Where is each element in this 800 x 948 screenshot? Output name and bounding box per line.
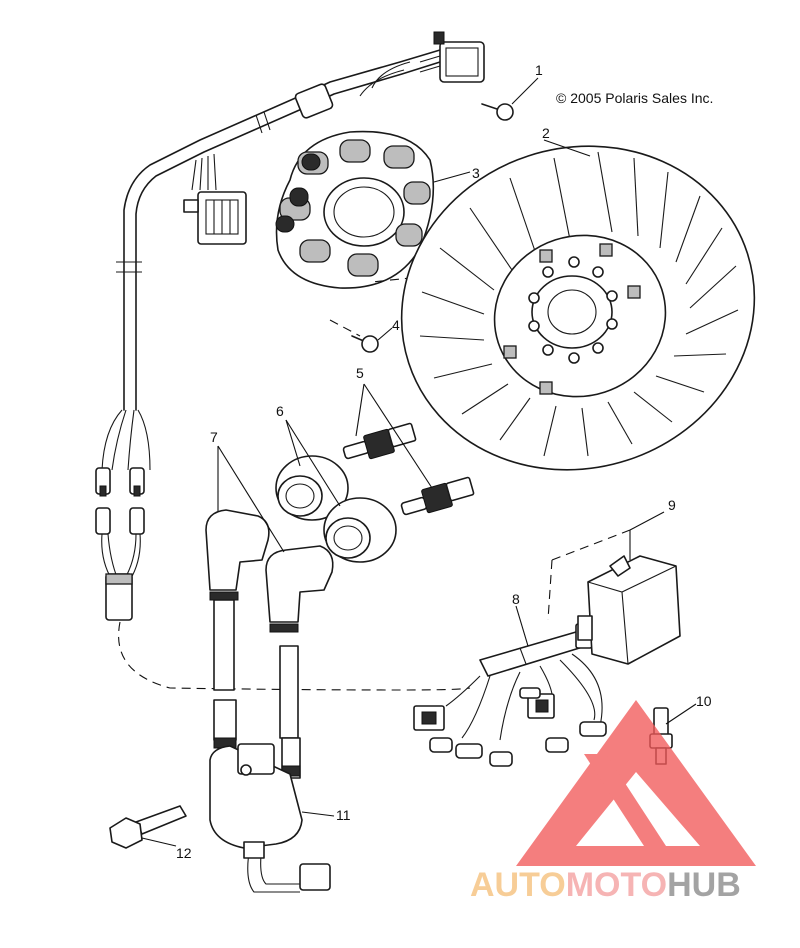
flywheel: [400, 145, 756, 471]
callout-3: 3: [472, 165, 480, 181]
voltage-regulator: [419, 31, 485, 83]
bolt-4: [329, 319, 379, 353]
callout-5: 5: [356, 365, 364, 381]
stator: [275, 130, 435, 289]
watermark-triangle-icon: [516, 700, 756, 866]
callout-11: 11: [336, 807, 351, 823]
callout-12: 12: [176, 845, 192, 861]
watermark-moto: MOTO: [566, 866, 667, 904]
ignition-coil: [209, 699, 331, 893]
callout-8: 8: [512, 591, 520, 607]
cdi-box: [577, 555, 681, 665]
watermark-auto: AUTO: [470, 866, 566, 904]
flywheel-holes: [503, 243, 641, 395]
svg-text:AUTOMOTOHUB: AUTOMOTOHUB: [470, 866, 741, 904]
callout-4: 4: [392, 317, 400, 333]
seal-upper: [275, 455, 349, 521]
callout-1: 1: [535, 62, 543, 78]
callout-7: 7: [210, 429, 218, 445]
callout-labels: 1 2 3 4 5 6 7 8 9 10 11 12: [176, 62, 712, 861]
stator-windings: [275, 139, 431, 277]
leader-lines: [141, 77, 697, 847]
callout-2: 2: [542, 125, 550, 141]
bolt-12: [109, 805, 187, 849]
plug-cap-right: [265, 545, 334, 739]
plug-cap-left: [205, 509, 270, 691]
screw-1: [481, 103, 514, 121]
flywheel-fins: [419, 151, 739, 457]
ground-wire-path: [118, 621, 471, 691]
copyright-text: © 2005 Polaris Sales Inc.: [556, 90, 713, 106]
spark-plug-upper: [342, 422, 417, 460]
seal-lower: [323, 497, 397, 563]
watermark-hub: HUB: [667, 866, 741, 904]
wire-harness-8: [413, 623, 607, 767]
watermark-slash-icon: [584, 754, 666, 846]
spark-plug-lower: [400, 476, 475, 516]
automotohub-watermark: AUTOMOTOHUB: [470, 700, 756, 904]
callout-6: 6: [276, 403, 284, 419]
callout-9: 9: [668, 497, 676, 513]
callout-10: 10: [696, 693, 712, 709]
